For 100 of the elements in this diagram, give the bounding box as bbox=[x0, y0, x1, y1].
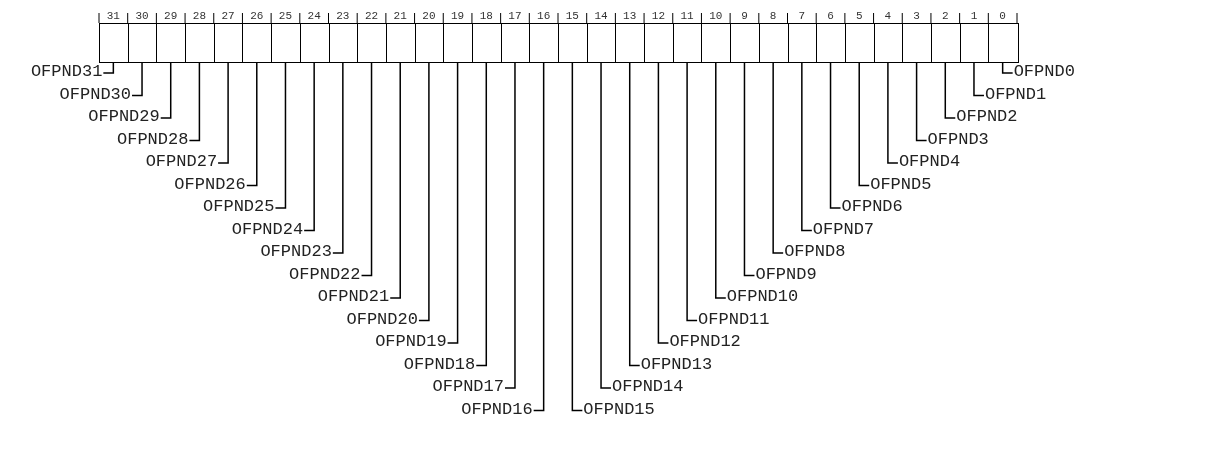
bit-cell bbox=[500, 23, 531, 63]
field-label: OFPND2 bbox=[956, 107, 1037, 127]
bit-number: 9 bbox=[740, 10, 749, 23]
bit-cell bbox=[357, 23, 388, 63]
field-label: OFPND22 bbox=[280, 264, 361, 285]
bit-cell bbox=[701, 23, 732, 63]
leader-line bbox=[571, 62, 584, 412]
bit-number: 23 bbox=[335, 10, 351, 23]
bit-number: 14 bbox=[593, 10, 609, 23]
leader-line bbox=[360, 62, 373, 277]
bit-cell bbox=[615, 23, 646, 63]
bit-number: 6 bbox=[826, 10, 835, 23]
bit-number: 19 bbox=[450, 10, 466, 23]
leader-line bbox=[303, 62, 315, 232]
bit-number: 8 bbox=[768, 10, 778, 23]
bit-number: 27 bbox=[220, 10, 236, 23]
bit-cell bbox=[156, 23, 187, 63]
field-label: OFPND14 bbox=[612, 377, 693, 397]
field-label: OFPND24 bbox=[223, 219, 304, 240]
bit-number: 2 bbox=[940, 10, 950, 23]
field-label: OFPND25 bbox=[194, 197, 275, 217]
leader-line bbox=[887, 62, 899, 164]
bit-number: 10 bbox=[708, 10, 724, 23]
field-label: OFPND30 bbox=[51, 84, 132, 105]
bit-cell bbox=[730, 23, 761, 63]
bit-number: 20 bbox=[421, 10, 437, 23]
bit-cell bbox=[787, 23, 818, 63]
field-label: OFPND0 bbox=[1013, 62, 1094, 82]
leader-line bbox=[532, 62, 545, 412]
bit-number: 15 bbox=[564, 10, 580, 23]
bit-cell bbox=[644, 23, 675, 63]
bit-cell bbox=[213, 23, 244, 63]
field-label: OFPND19 bbox=[366, 332, 447, 352]
leader-line bbox=[188, 62, 201, 142]
leader-line bbox=[686, 62, 698, 322]
leader-line bbox=[743, 62, 756, 277]
bit-cell bbox=[414, 23, 445, 63]
bit-cell bbox=[127, 23, 158, 63]
bit-number: 18 bbox=[478, 10, 494, 23]
leader-line bbox=[504, 62, 516, 389]
bit-number: 24 bbox=[306, 10, 322, 23]
field-label: OFPND23 bbox=[251, 242, 332, 262]
leader-line bbox=[944, 62, 957, 119]
bit-number: 17 bbox=[507, 10, 523, 23]
field-label: OFPND27 bbox=[137, 152, 218, 172]
bit-number: 11 bbox=[679, 10, 695, 23]
field-label: OFPND13 bbox=[640, 354, 721, 375]
field-label: OFPND28 bbox=[108, 129, 189, 150]
bit-cell bbox=[443, 23, 474, 63]
field-label: OFPND18 bbox=[395, 354, 476, 375]
bit-cell bbox=[672, 23, 703, 63]
field-label: OFPND20 bbox=[337, 309, 418, 330]
field-label: OFPND21 bbox=[309, 287, 390, 307]
bit-number: 28 bbox=[191, 10, 207, 23]
bit-number: 29 bbox=[163, 10, 179, 23]
field-label: OFPND9 bbox=[755, 264, 836, 285]
leader-line bbox=[389, 62, 401, 299]
field-label: OFPND3 bbox=[927, 129, 1008, 150]
bit-number: 5 bbox=[854, 10, 864, 23]
bit-cell bbox=[816, 23, 847, 63]
leader-line bbox=[475, 62, 488, 367]
bit-cell bbox=[558, 23, 589, 63]
field-label: OFPND5 bbox=[870, 174, 951, 195]
bit-cell bbox=[586, 23, 617, 63]
leader-line bbox=[217, 62, 229, 164]
bit-cell bbox=[902, 23, 933, 63]
leader-line bbox=[332, 62, 344, 254]
bit-cell bbox=[99, 23, 130, 63]
leader-line bbox=[772, 62, 784, 254]
bit-number: 0 bbox=[998, 10, 1007, 23]
leader-line bbox=[858, 62, 870, 187]
leader-line bbox=[246, 62, 258, 187]
field-label: OFPND15 bbox=[583, 399, 664, 420]
field-label: OFPND6 bbox=[841, 197, 922, 217]
bit-number: 25 bbox=[277, 10, 294, 23]
field-label: OFPND12 bbox=[669, 332, 750, 352]
leader-line bbox=[715, 62, 727, 299]
field-label: OFPND11 bbox=[698, 309, 779, 330]
bit-cell bbox=[873, 23, 904, 63]
bit-number: 7 bbox=[797, 10, 807, 23]
bit-number: 31 bbox=[105, 10, 121, 23]
bit-cell bbox=[959, 23, 990, 63]
bit-cell bbox=[242, 23, 273, 63]
field-label: OFPND8 bbox=[784, 242, 865, 262]
bit-cell bbox=[529, 23, 560, 63]
leader-line bbox=[829, 62, 842, 209]
bit-number: 21 bbox=[392, 10, 408, 23]
bit-cell bbox=[328, 23, 359, 63]
bit-cell bbox=[185, 23, 216, 63]
bit-number: 22 bbox=[363, 10, 380, 23]
field-label: OFPND31 bbox=[22, 62, 103, 82]
field-label: OFPND26 bbox=[165, 174, 246, 195]
bit-number: 1 bbox=[969, 10, 979, 23]
leader-line bbox=[973, 62, 985, 97]
leader-line bbox=[102, 62, 115, 74]
leader-line bbox=[131, 62, 143, 97]
bit-number: 16 bbox=[536, 10, 552, 23]
leader-line bbox=[274, 62, 287, 209]
leader-line bbox=[801, 62, 813, 232]
leader-line bbox=[446, 62, 459, 344]
